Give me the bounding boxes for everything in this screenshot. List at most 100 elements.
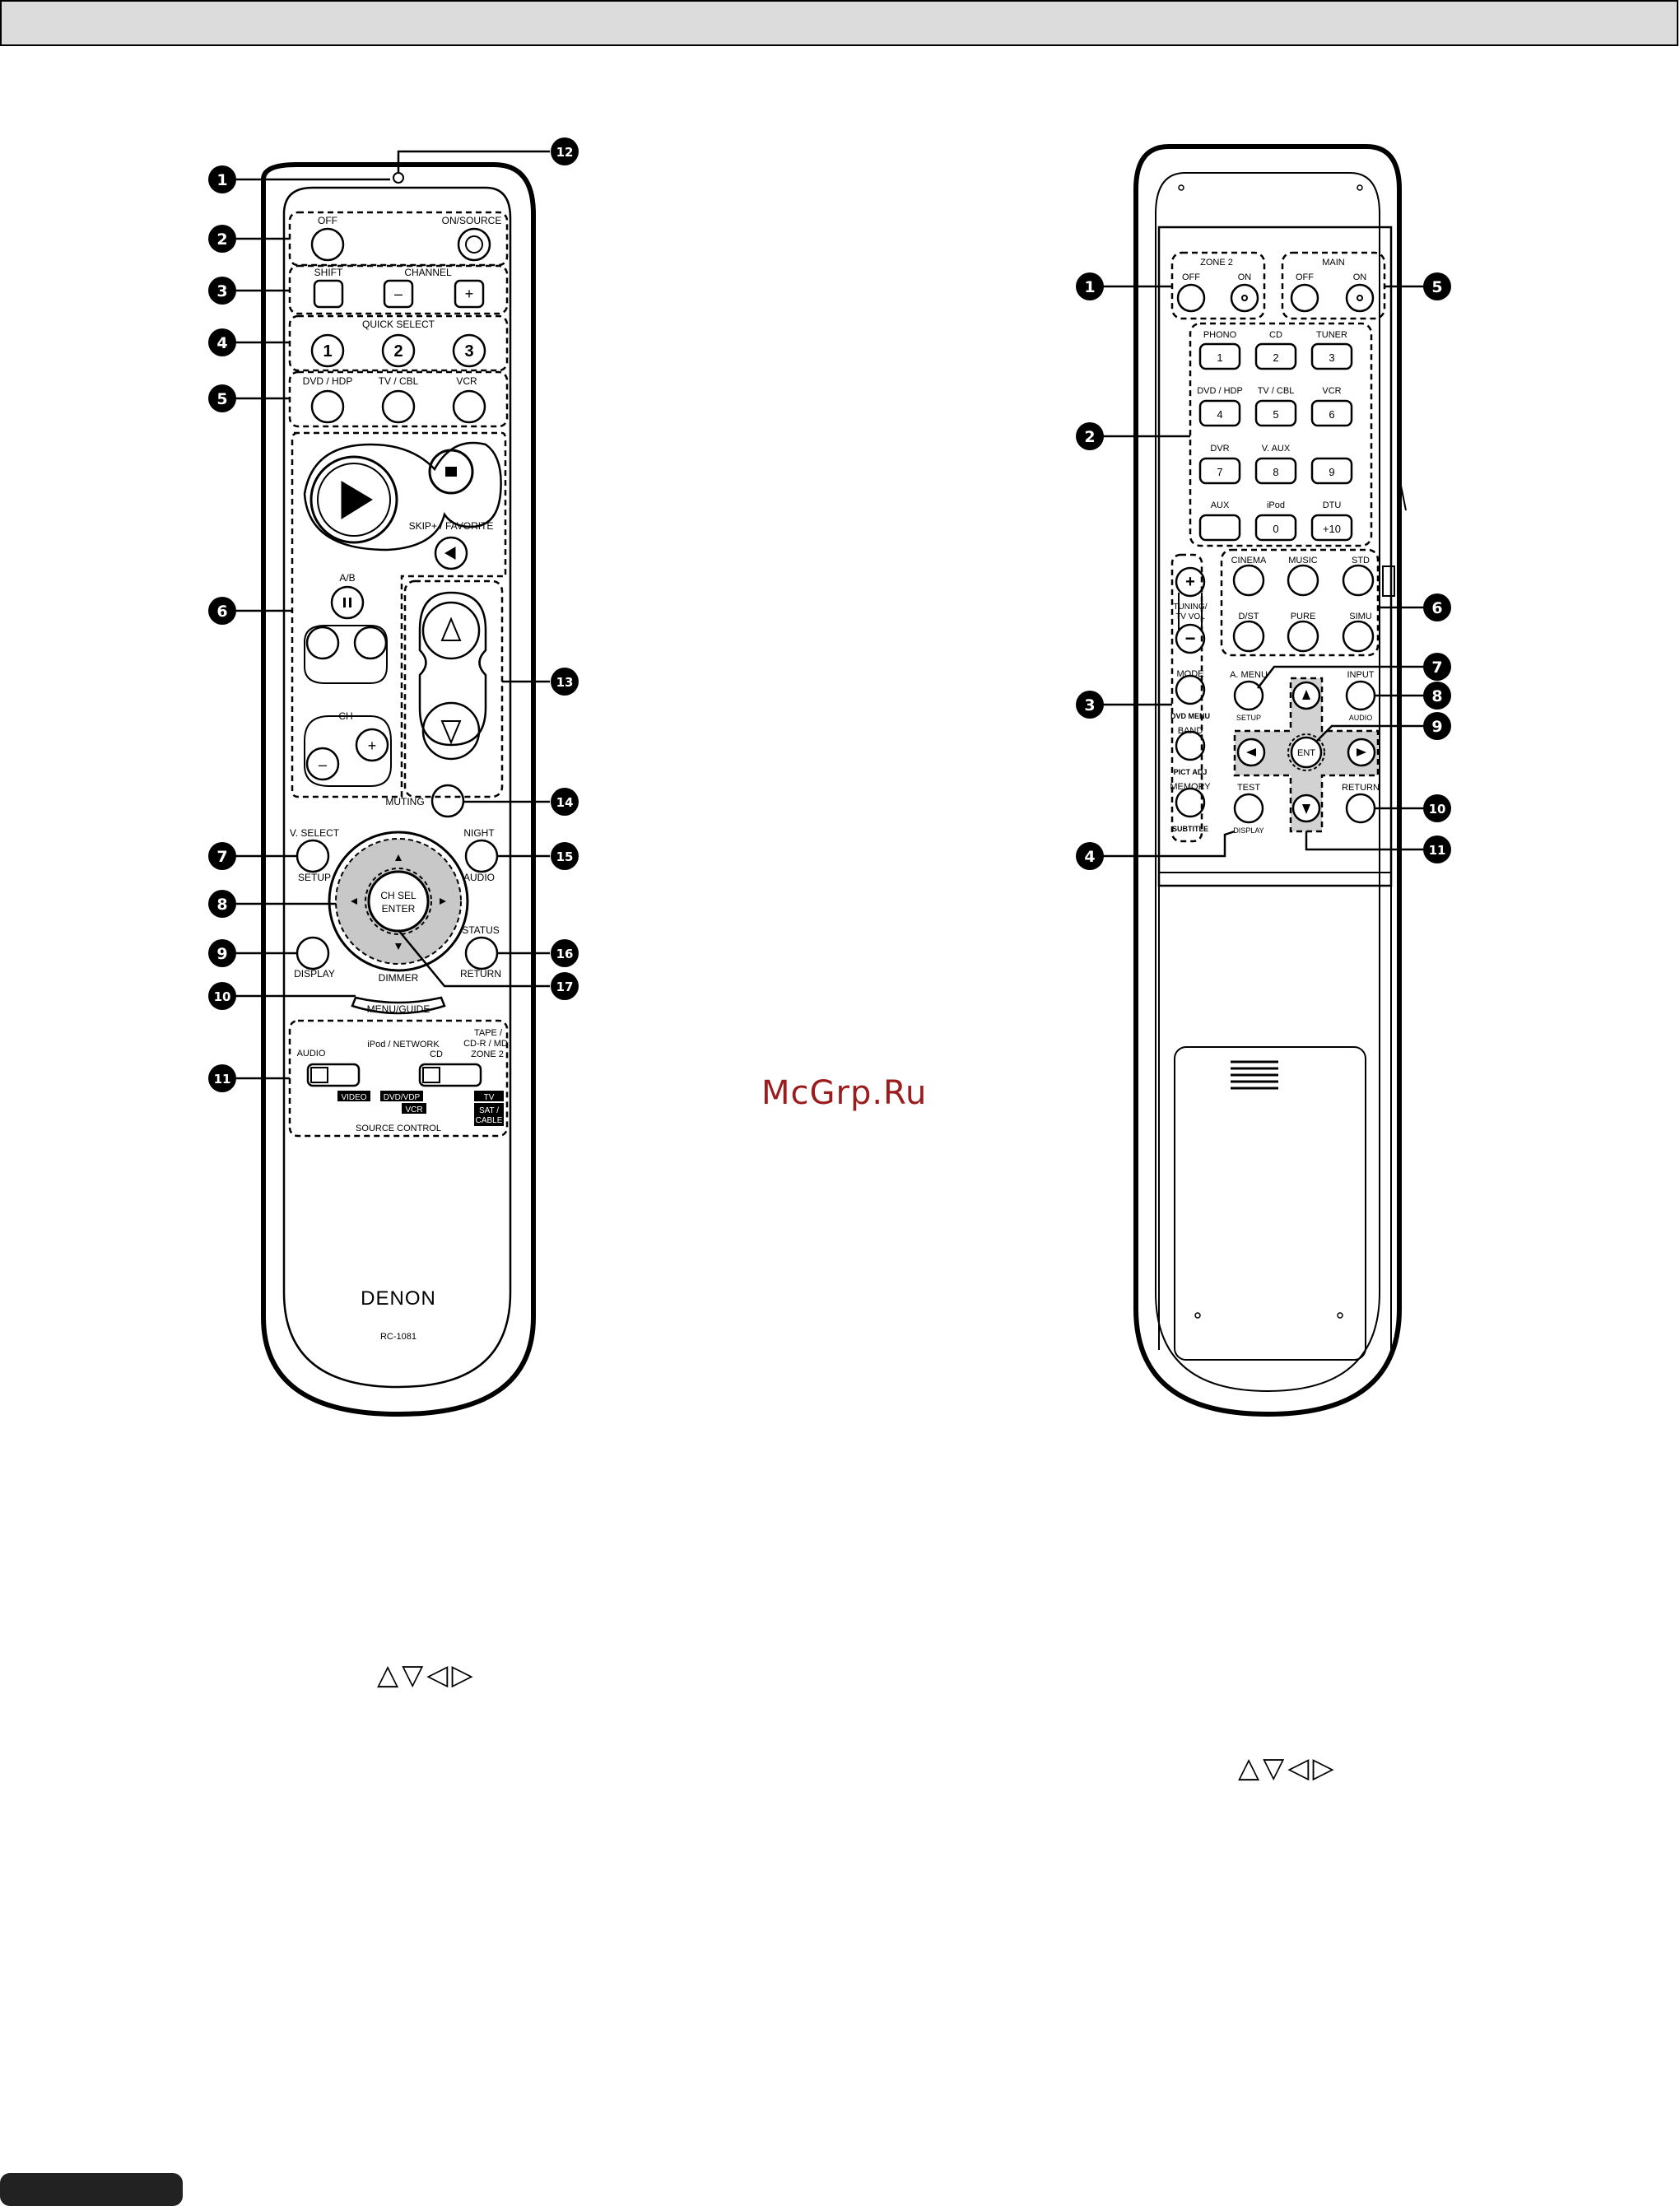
music-button[interactable] xyxy=(1287,564,1319,597)
tuner-3-button[interactable] xyxy=(1310,342,1353,370)
svg-text:PURE: PURE xyxy=(1291,612,1316,621)
svg-text:8: 8 xyxy=(216,896,227,914)
off-button[interactable] xyxy=(310,227,345,262)
pause-button[interactable] xyxy=(330,585,365,620)
svg-text:11: 11 xyxy=(1429,843,1446,858)
svg-text:DVR: DVR xyxy=(1210,444,1229,454)
quick-select-2-button[interactable] xyxy=(381,333,416,368)
channel-volume-box xyxy=(403,579,504,798)
svg-text:CINEMA: CINEMA xyxy=(1231,556,1267,565)
tv-cbl-5-button[interactable] xyxy=(1254,399,1297,427)
svg-text:9: 9 xyxy=(1329,466,1334,478)
ent-button[interactable] xyxy=(1290,736,1323,769)
play-button[interactable] xyxy=(309,455,398,544)
tv-cbl-button[interactable] xyxy=(381,389,416,424)
svg-text:TUNING/: TUNING/ xyxy=(1173,603,1207,612)
dvd-hdp-4-button[interactable] xyxy=(1198,399,1241,427)
svg-text:RETURN: RETURN xyxy=(460,968,501,980)
vcr-button[interactable] xyxy=(452,389,486,424)
svg-text:7: 7 xyxy=(1217,466,1222,478)
svg-text:A. MENU: A. MENU xyxy=(1230,670,1268,680)
tuning-up-button[interactable] xyxy=(1175,566,1206,598)
dvd-hdp-button[interactable] xyxy=(310,389,345,424)
svg-text:2: 2 xyxy=(1084,428,1095,446)
main-on-button[interactable] xyxy=(1345,283,1375,313)
svg-text:3: 3 xyxy=(1084,696,1095,714)
channel-minus-button[interactable] xyxy=(383,279,414,309)
main-off-button[interactable] xyxy=(1290,283,1319,313)
stop-button[interactable] xyxy=(428,449,474,495)
svg-text:TEST: TEST xyxy=(1237,783,1260,793)
ch-minus-button[interactable] xyxy=(305,747,340,781)
phono-1-button[interactable] xyxy=(1198,342,1241,370)
svg-text:AUDIO: AUDIO xyxy=(297,1049,326,1059)
svg-text:SETUP: SETUP xyxy=(298,872,331,883)
svg-text:DVD / HDP: DVD / HDP xyxy=(1197,386,1243,396)
on-source-button[interactable] xyxy=(457,227,491,262)
svg-text:TV: TV xyxy=(484,1093,495,1102)
shift-button[interactable] xyxy=(313,279,344,309)
svg-text:OFF: OFF xyxy=(1182,272,1200,282)
side-switch[interactable] xyxy=(1382,565,1395,597)
svg-text:D/ST: D/ST xyxy=(1238,612,1259,621)
svg-text:5: 5 xyxy=(216,390,227,408)
svg-text:2: 2 xyxy=(393,342,403,361)
svg-text:MAIN: MAIN xyxy=(1322,258,1345,268)
a-menu-button[interactable] xyxy=(1233,680,1264,711)
svg-text:3: 3 xyxy=(216,282,227,300)
rewind-button[interactable] xyxy=(305,626,340,660)
volume-up-button[interactable] xyxy=(421,601,481,660)
std-button[interactable] xyxy=(1342,564,1375,597)
svg-text:12: 12 xyxy=(556,145,574,160)
enter-button[interactable] xyxy=(367,870,430,933)
svg-text:15: 15 xyxy=(556,849,574,864)
svg-text:DVD / HDP: DVD / HDP xyxy=(303,375,353,387)
dst-button[interactable] xyxy=(1232,620,1265,653)
quick-select-1-button[interactable] xyxy=(310,333,345,368)
channel-plus-button[interactable] xyxy=(454,279,485,309)
volume-down-button[interactable] xyxy=(421,701,481,761)
svg-text:CD-R / MD: CD-R / MD xyxy=(463,1039,508,1049)
simu-button[interactable] xyxy=(1342,620,1375,653)
aux-button[interactable] xyxy=(1198,514,1241,542)
svg-text:ENT: ENT xyxy=(1297,748,1315,758)
menu-guide-button[interactable] xyxy=(351,996,446,1015)
v-aux-8-button[interactable] xyxy=(1254,457,1297,485)
pure-button[interactable] xyxy=(1287,620,1319,653)
zone2-off-button[interactable] xyxy=(1176,283,1206,313)
svg-text:iPod: iPod xyxy=(1267,500,1285,510)
vcr-6-button[interactable] xyxy=(1310,399,1353,427)
ch-plus-button[interactable] xyxy=(355,728,389,762)
dtu-plus10-button[interactable] xyxy=(1310,514,1353,542)
9-button[interactable] xyxy=(1310,457,1353,485)
svg-text:+: + xyxy=(1185,573,1195,591)
arrow-symbols-right: △▽◁▷ xyxy=(1238,1752,1338,1785)
fast-forward-button[interactable] xyxy=(353,626,388,660)
input-keys-box xyxy=(1189,322,1373,547)
svg-text:ON/SOURCE: ON/SOURCE xyxy=(442,215,502,226)
svg-text:−: − xyxy=(1185,628,1196,649)
svg-text:7: 7 xyxy=(1431,659,1442,677)
left-callouts: 1 2 3 4 5 6 7 8 9 10 11 12 13 14 15 16 1… xyxy=(208,137,579,1092)
tuning-down-button[interactable] xyxy=(1175,623,1206,654)
quick-select-3-button[interactable] xyxy=(452,333,486,368)
svg-text:6: 6 xyxy=(1431,599,1442,617)
source-switch[interactable] xyxy=(418,1063,482,1087)
cd-2-button[interactable] xyxy=(1254,342,1297,370)
skip-favorite-button[interactable] xyxy=(434,536,468,570)
memory-button[interactable] xyxy=(1175,787,1206,818)
zone2-on-button[interactable] xyxy=(1230,283,1259,313)
cinema-button[interactable] xyxy=(1232,564,1265,597)
test-button[interactable] xyxy=(1233,793,1264,824)
audio-video-switch[interactable] xyxy=(306,1063,361,1087)
battery-cover xyxy=(1174,1046,1366,1361)
dvr-7-button[interactable] xyxy=(1198,457,1241,485)
svg-text:SETUP: SETUP xyxy=(1236,714,1261,722)
svg-text:ON: ON xyxy=(1238,272,1252,282)
ipod-0-button[interactable] xyxy=(1254,514,1297,542)
svg-text:ZONE 2: ZONE 2 xyxy=(1200,258,1233,268)
mode-button[interactable] xyxy=(1175,674,1206,705)
band-button[interactable] xyxy=(1175,730,1206,761)
svg-text:PICT ADJ: PICT ADJ xyxy=(1174,768,1208,776)
